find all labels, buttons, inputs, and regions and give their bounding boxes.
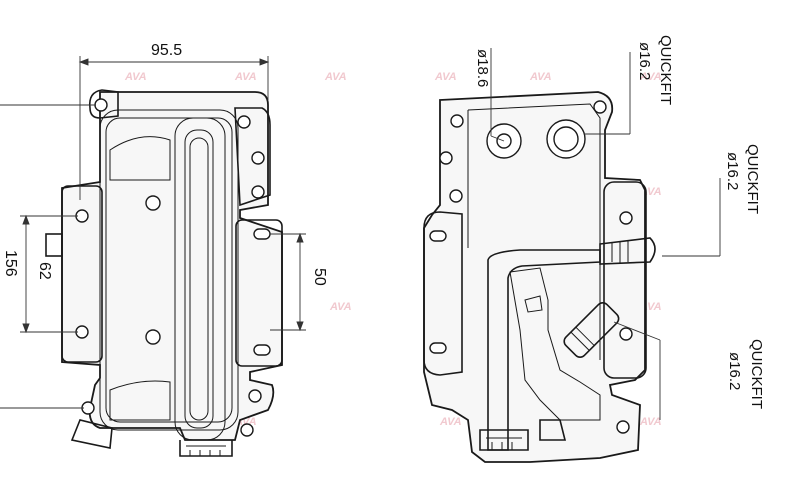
watermark: AVA <box>329 301 352 313</box>
quickfit-connector-d <box>563 301 620 359</box>
rear-view <box>423 91 656 463</box>
pipe-inner <box>509 267 601 421</box>
port-a-label: ø18.6 <box>474 49 491 87</box>
dim-width-label: 95.5 <box>151 42 182 59</box>
port-d-type: QUICKFIT <box>748 339 765 409</box>
watermark: AVA <box>324 71 347 83</box>
rear-connector-pins <box>486 437 522 450</box>
slot-hole <box>253 344 271 356</box>
side-fitting <box>45 233 63 257</box>
port-c-label: ø16.2 <box>724 152 741 190</box>
leader-port-a <box>490 135 505 142</box>
dim-arrow <box>296 321 304 332</box>
right-mount-flange <box>603 181 647 379</box>
connector-pins <box>186 445 226 456</box>
bottom-left-lug <box>70 419 113 449</box>
watermark: AVA <box>124 71 147 83</box>
flow-channel-core <box>189 137 209 421</box>
watermark: AVA <box>434 71 457 83</box>
mount-hole <box>616 420 630 434</box>
mount-hole <box>240 423 254 437</box>
dim-arrow <box>22 323 30 334</box>
inner-plate <box>99 109 239 431</box>
leader-port-d <box>613 321 661 341</box>
front-view <box>45 89 283 457</box>
mount-hole <box>251 151 265 165</box>
upper-right-bracket <box>234 107 271 207</box>
mount-hole <box>94 98 108 112</box>
mount-hole <box>449 189 463 203</box>
mount-hole <box>145 329 161 345</box>
rear-bottom-connector <box>479 429 529 451</box>
watermark: AVA <box>529 71 552 83</box>
coolant-pipe <box>487 249 601 451</box>
mount-hole <box>619 211 633 225</box>
watermark: AVA <box>439 416 462 428</box>
upper-left-ear <box>88 89 119 119</box>
top-pocket <box>109 136 171 181</box>
pipe-detail <box>524 295 543 313</box>
right-mount-plate <box>235 219 283 367</box>
quickfit-connector-c <box>599 237 656 265</box>
mount-hole <box>237 115 251 129</box>
front-housing-outline <box>61 91 283 441</box>
front-view-dimensions: 95.5 156 62 50 <box>0 42 328 409</box>
port-b-inner <box>553 126 579 152</box>
dim-arrow <box>296 232 304 243</box>
flow-channel-inner <box>184 129 214 429</box>
dim-bolt-right-label: 50 <box>311 268 328 286</box>
rear-bottom-lug <box>539 419 567 441</box>
rear-housing-outline <box>423 91 646 463</box>
mount-hole <box>619 327 633 341</box>
left-bracket <box>423 211 463 376</box>
mount-hole <box>439 151 453 165</box>
port-b-label: ø16.2 <box>636 42 653 80</box>
mount-hole <box>593 100 607 114</box>
slot-hole <box>253 228 271 240</box>
connector-rings <box>611 240 629 263</box>
port-c-type: QUICKFIT <box>744 144 761 214</box>
flow-channel-outer <box>174 117 226 441</box>
port-d-label: ø16.2 <box>726 352 743 390</box>
bottom-connector <box>179 440 233 457</box>
inner-plate-rim <box>105 117 233 423</box>
mount-hole <box>248 389 262 403</box>
mount-hole <box>145 195 161 211</box>
rear-view-annotations: ø18.6 QUICKFIT ø16.2 QUICKFIT ø16.2 QUIC… <box>474 35 765 420</box>
dim-arrow <box>259 58 270 66</box>
dim-bolt-left-label: 62 <box>36 262 53 280</box>
connector-d-rings <box>570 326 595 351</box>
left-mount-plate <box>61 185 103 363</box>
watermark: AVA <box>639 71 662 83</box>
mount-hole <box>251 185 265 199</box>
watermark: AVA <box>639 416 662 428</box>
watermark: AVA <box>234 71 257 83</box>
port-b-type: QUICKFIT <box>657 35 674 105</box>
slot-hole <box>429 230 447 242</box>
dim-arrow <box>22 214 30 225</box>
slot-hole <box>429 342 447 354</box>
dim-height-label: 156 <box>2 250 19 277</box>
bottom-pocket <box>109 380 171 421</box>
connector-d-body <box>563 301 620 359</box>
dim-arrow <box>78 58 89 66</box>
mount-hole <box>450 114 464 128</box>
